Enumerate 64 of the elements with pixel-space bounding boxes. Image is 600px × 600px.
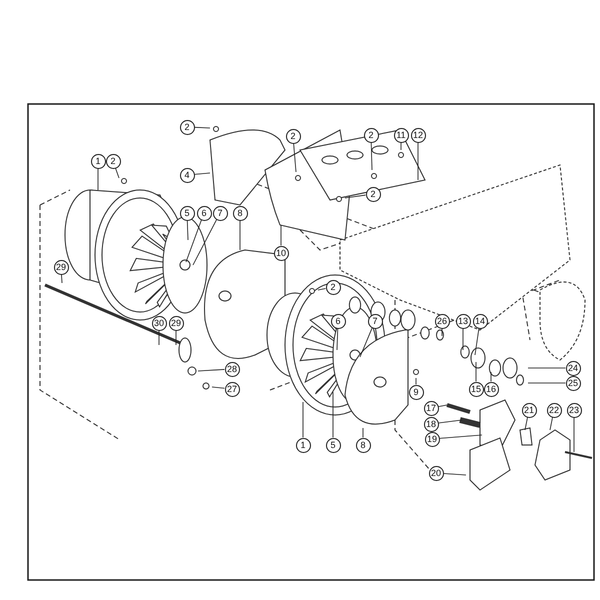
leader-line bbox=[443, 473, 466, 476]
leader-line bbox=[194, 126, 210, 128]
callout-number: 22 bbox=[546, 402, 562, 418]
leader-line bbox=[462, 328, 464, 350]
leader-line bbox=[360, 328, 373, 358]
callout-number: 19 bbox=[424, 432, 440, 446]
leader-line bbox=[318, 288, 326, 290]
callout-number: 8 bbox=[356, 438, 370, 452]
leader-line bbox=[400, 142, 402, 150]
leader-line bbox=[528, 382, 566, 384]
callout-number: 6 bbox=[196, 206, 212, 220]
callout-number: 2 bbox=[106, 154, 120, 168]
leader-line bbox=[550, 416, 553, 430]
leader-line bbox=[490, 372, 492, 382]
callout-number: 12 bbox=[410, 128, 426, 142]
callout-number: 16 bbox=[484, 382, 498, 396]
callout-number: 2 bbox=[180, 120, 194, 134]
leader-line bbox=[474, 328, 480, 356]
callout-number: 26 bbox=[434, 314, 450, 328]
callout-number: 21 bbox=[522, 402, 536, 418]
callout-number: 2 bbox=[286, 128, 300, 144]
callout-number: 5 bbox=[180, 206, 194, 220]
callout-number: 24 bbox=[566, 360, 580, 376]
callout-number: 20 bbox=[428, 466, 444, 480]
leader-line bbox=[192, 219, 217, 266]
callout-number: 7 bbox=[212, 206, 228, 220]
callout-number: 8 bbox=[232, 206, 248, 220]
callout-number: 5 bbox=[326, 438, 340, 452]
leader-line bbox=[158, 330, 160, 346]
callout-number: 11 bbox=[394, 128, 408, 142]
leader-line bbox=[332, 392, 334, 438]
leader-line bbox=[115, 168, 120, 178]
callout-number: 15 bbox=[468, 382, 484, 396]
callout-number: 27 bbox=[224, 382, 240, 396]
leader-line bbox=[61, 274, 62, 284]
callout-number: 17 bbox=[424, 400, 438, 416]
callout-number: 29 bbox=[168, 316, 184, 330]
callout-number: 23 bbox=[566, 402, 582, 418]
callout-number: 30 bbox=[152, 316, 166, 330]
leader-line bbox=[438, 420, 462, 424]
leader-line bbox=[370, 142, 372, 170]
callout-number: 1 bbox=[296, 438, 310, 452]
leader-line bbox=[194, 172, 210, 175]
leader-line bbox=[186, 220, 202, 262]
leader-line bbox=[186, 220, 188, 240]
callout-number: 29 bbox=[54, 260, 68, 274]
callout-number: 25 bbox=[566, 376, 580, 390]
leader-line bbox=[438, 404, 448, 408]
callout-number: 28 bbox=[224, 362, 240, 376]
callout-number: 10 bbox=[274, 246, 288, 260]
leader-line bbox=[212, 386, 225, 389]
leader-line bbox=[198, 369, 225, 372]
callout-number: 2 bbox=[364, 128, 378, 142]
leader-line bbox=[362, 428, 364, 438]
leader-line bbox=[280, 224, 282, 246]
leader-line bbox=[336, 328, 338, 350]
leader-line bbox=[524, 416, 528, 430]
leader-line bbox=[439, 434, 482, 439]
callout-number: 18 bbox=[424, 416, 438, 432]
leader-line bbox=[344, 194, 366, 198]
callout-number: 9 bbox=[408, 384, 424, 400]
callout-number: 4 bbox=[180, 168, 194, 182]
leader-line bbox=[302, 402, 304, 438]
callout-number: 1 bbox=[90, 154, 106, 168]
